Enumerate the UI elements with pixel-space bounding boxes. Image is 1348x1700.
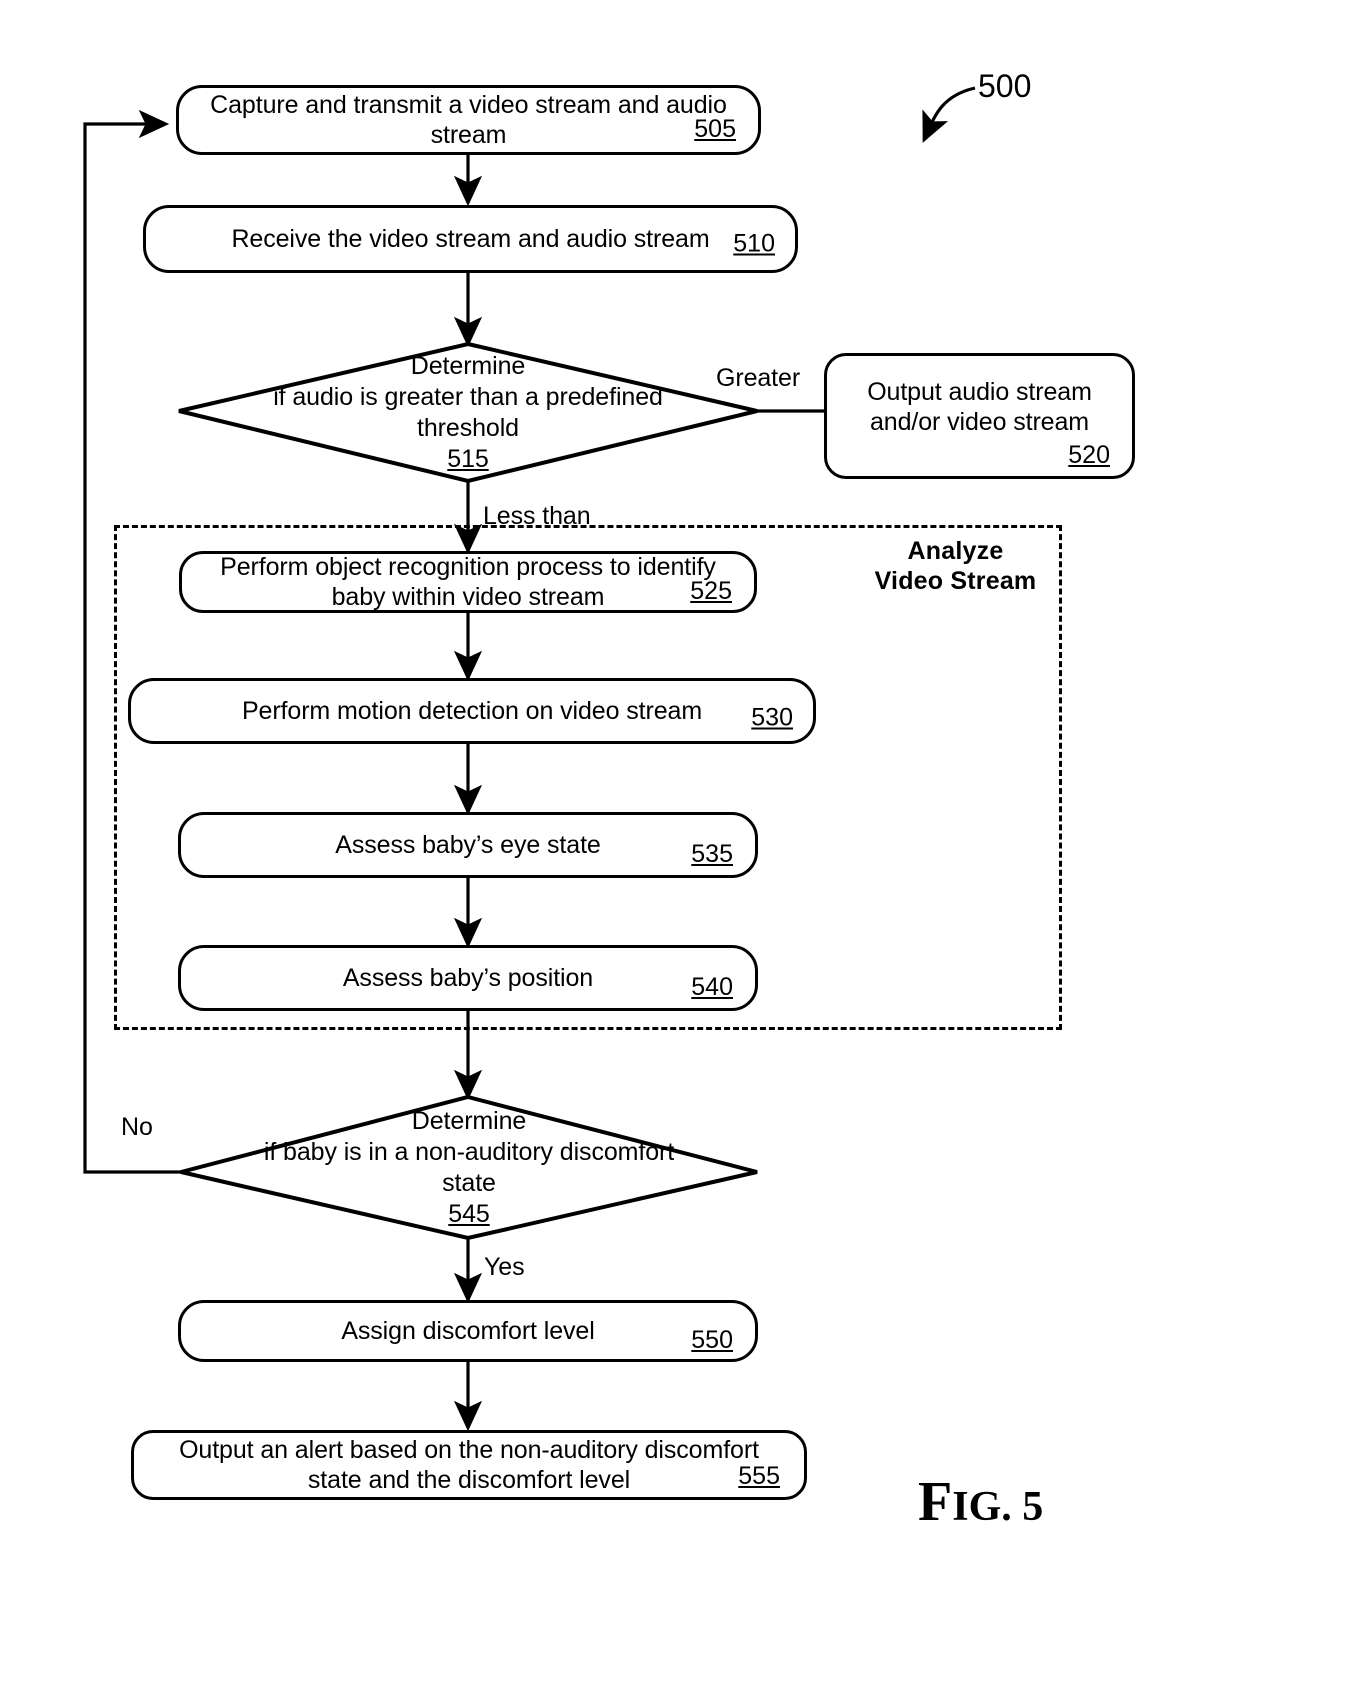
edge-label-greater: Greater <box>716 364 801 392</box>
node-555-output-alert[interactable]: Output an alert based on the non-auditor… <box>131 1430 807 1500</box>
decision-515-text: Determine if audio is greater than a pre… <box>179 344 757 481</box>
edge-label-less-than: Less than <box>483 502 591 530</box>
node-525-number: 525 <box>690 577 732 605</box>
node-555-number: 555 <box>738 1462 780 1490</box>
node-535-text: Assess baby’s eye state <box>335 830 601 859</box>
node-510-receive-streams[interactable]: Receive the video stream and audio strea… <box>143 205 798 273</box>
node-530-motion-detection[interactable]: Perform motion detection on video stream… <box>128 678 816 744</box>
node-505-text: Capture and transmit a video stream and … <box>210 90 727 150</box>
figure-caption: FIG. 5 <box>918 1470 1043 1534</box>
node-525-text: Perform object recognition process to id… <box>220 552 716 612</box>
decision-545-text: Determine if baby is in a non-auditory d… <box>181 1097 757 1238</box>
decision-515-audio-threshold[interactable]: Determine if audio is greater than a pre… <box>179 344 757 481</box>
node-520-text: Output audio stream and/or video stream <box>867 377 1092 437</box>
node-520-number: 520 <box>1068 441 1110 469</box>
node-540-assess-position[interactable]: Assess baby’s position 540 <box>178 945 758 1011</box>
node-535-assess-eye-state[interactable]: Assess baby’s eye state 535 <box>178 812 758 878</box>
node-510-number: 510 <box>733 229 775 258</box>
decision-545-line1: Determine <box>411 1106 527 1135</box>
analyze-video-stream-label: Analyze Video Stream <box>858 536 1053 596</box>
node-540-number: 540 <box>691 973 733 1001</box>
analyze-video-stream-group <box>114 525 1062 1030</box>
node-540-text: Assess baby’s position <box>342 963 594 992</box>
node-525-object-recognition[interactable]: Perform object recognition process to id… <box>179 551 757 613</box>
node-530-number: 530 <box>751 703 793 732</box>
group-label-line2: Video Stream <box>874 567 1037 595</box>
node-550-number: 550 <box>691 1326 733 1354</box>
decision-515-line2: if audio is greater than a predefined <box>273 382 663 411</box>
decision-545-line3: state <box>442 1168 496 1197</box>
node-520-output-streams[interactable]: Output audio stream and/or video stream … <box>824 353 1135 479</box>
group-label-line1: Analyze <box>907 537 1004 565</box>
node-505-number: 505 <box>694 115 736 143</box>
node-550-assign-discomfort-level[interactable]: Assign discomfort level 550 <box>178 1300 758 1362</box>
edge-label-yes: Yes <box>484 1253 525 1281</box>
node-505-capture-and-transmit[interactable]: Capture and transmit a video stream and … <box>176 85 761 155</box>
node-530-text: Perform motion detection on video stream <box>241 696 703 725</box>
leader-line-500 <box>922 86 976 143</box>
node-550-text: Assign discomfort level <box>341 1316 595 1345</box>
node-555-text: Output an alert based on the non-auditor… <box>179 1435 759 1495</box>
figure-caption-prefix: F <box>918 1471 953 1533</box>
decision-515-number: 515 <box>447 444 489 473</box>
node-510-text: Receive the video stream and audio strea… <box>231 224 710 253</box>
edge-label-no: No <box>121 1113 153 1141</box>
reference-numeral-500: 500 <box>978 68 1032 104</box>
decision-545-discomfort-state[interactable]: Determine if baby is in a non-auditory d… <box>181 1097 757 1238</box>
decision-545-line2: if baby is in a non-auditory discomfort <box>263 1137 675 1166</box>
decision-545-number: 545 <box>448 1199 490 1228</box>
decision-515-line1: Determine <box>410 351 526 380</box>
node-535-number: 535 <box>691 840 733 868</box>
decision-515-line3: threshold <box>417 413 519 442</box>
figure-caption-rest: IG. 5 <box>952 1484 1044 1530</box>
